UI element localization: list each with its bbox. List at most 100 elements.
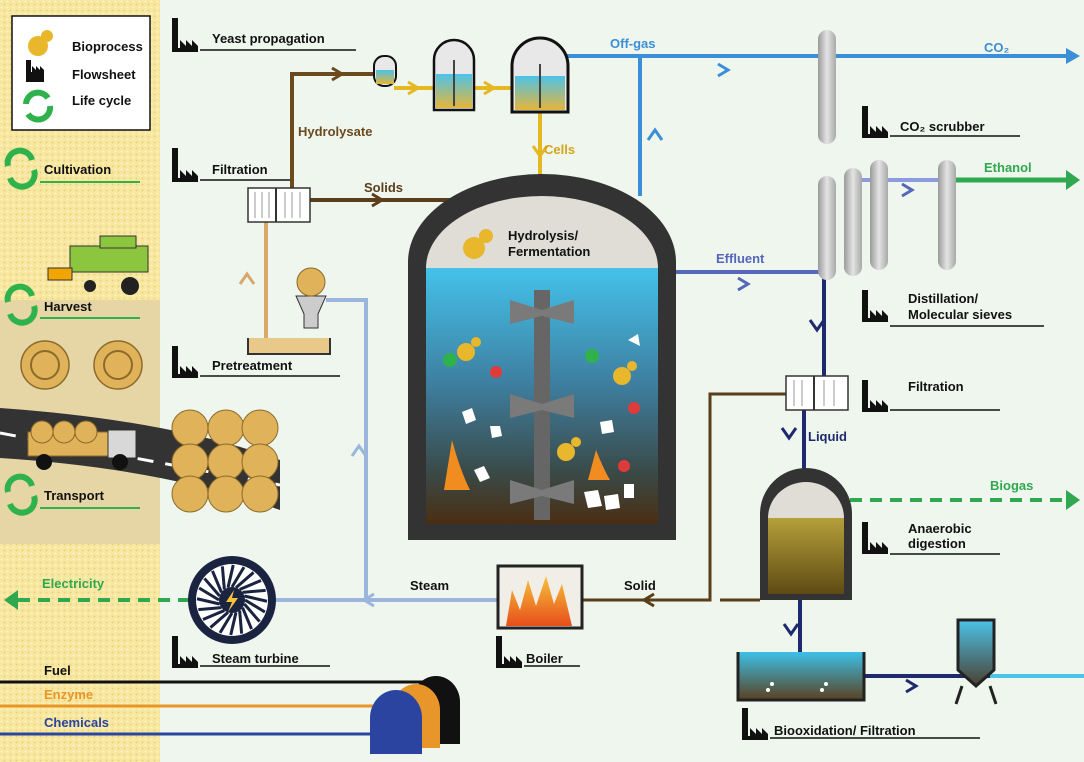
factory-icon xyxy=(862,522,888,554)
electricity-product-label: Electricity xyxy=(42,576,105,591)
co2-scrubber-label: CO₂ scrubber xyxy=(900,119,985,134)
turbine-blade xyxy=(220,566,226,590)
factory-icon xyxy=(862,106,888,138)
cells-label: Cells xyxy=(544,142,575,157)
yeast-icon xyxy=(28,30,53,56)
solid-label: Solid xyxy=(624,578,656,593)
yeast-vessel-large xyxy=(510,36,570,114)
yeast-cell xyxy=(557,437,581,461)
cultivation-label: Cultivation xyxy=(44,162,111,177)
enzyme-label: Enzyme xyxy=(44,687,93,702)
microbe-green xyxy=(443,353,457,367)
truck xyxy=(27,420,137,470)
microbe-red xyxy=(490,366,502,378)
factory-icon xyxy=(172,148,198,182)
hydrolysate-label: Hydrolysate xyxy=(298,124,372,139)
recycle-icon xyxy=(23,89,54,123)
harvest-label: Harvest xyxy=(44,299,92,314)
turbine-blade xyxy=(218,612,234,634)
lightning-icon xyxy=(226,590,238,612)
biogas-product-label: Biogas xyxy=(990,478,1033,493)
yeast-icon xyxy=(463,229,493,259)
steam-label: Steam xyxy=(410,578,449,593)
distillation-label-line1: Distillation/ xyxy=(908,291,978,306)
input-tanks xyxy=(370,676,460,754)
turbine-blade xyxy=(209,611,229,629)
arrow-icon xyxy=(1066,48,1080,64)
distillation-columns xyxy=(818,160,956,280)
steam-turbine-label: Steam turbine xyxy=(212,651,299,666)
turbine-blade xyxy=(239,579,262,591)
bale-stack xyxy=(171,409,279,513)
turbine-blade xyxy=(242,588,266,594)
turbine-blade xyxy=(244,594,268,603)
enzyme-shape xyxy=(444,440,470,490)
factory-icon xyxy=(496,636,522,668)
recycle-icon xyxy=(4,283,35,303)
turbine-blade xyxy=(244,598,266,614)
factory-icon xyxy=(172,636,198,668)
turbine-blade xyxy=(196,597,220,606)
life-cycle-harvest: Harvest xyxy=(4,283,140,326)
hydrolysis-fermentation-reactor xyxy=(408,174,676,540)
reactor-label-line2: Fermentation xyxy=(508,244,590,259)
turbine-blade xyxy=(235,571,255,589)
factory-icon xyxy=(172,346,198,378)
turbine-blade xyxy=(202,609,225,621)
pretreatment-label: Pretreatment xyxy=(212,358,293,373)
turbine-blade xyxy=(229,612,238,636)
effluent-label: Effluent xyxy=(716,251,765,266)
distillation-label-line2: Molecular sieves xyxy=(908,307,1012,322)
harvester-illustration xyxy=(47,235,149,295)
anaerobic-label-line2: digestion xyxy=(908,536,966,551)
pretreatment-unit xyxy=(247,267,331,355)
turbine-blade xyxy=(238,610,244,634)
factory-icon xyxy=(862,380,888,412)
yeast-vessel-medium xyxy=(432,38,476,112)
turbine-blade xyxy=(241,607,253,630)
steam-stream xyxy=(326,298,498,602)
legend-flowsheet: Flowsheet xyxy=(72,67,136,82)
life-cycle-cultivation: Cultivation xyxy=(4,147,140,190)
agitator-blade xyxy=(510,300,574,324)
turbine-blade xyxy=(226,564,235,588)
legend-bioprocess: Bioprocess xyxy=(72,39,143,54)
recycle-icon xyxy=(4,147,35,167)
boiler xyxy=(496,564,584,630)
filtration-unit-left xyxy=(247,187,311,223)
yeast-cell xyxy=(613,361,637,385)
life-cycle-transport: Transport xyxy=(4,473,140,516)
factory-icon xyxy=(172,18,198,52)
flame-icon xyxy=(506,576,572,626)
fuel-label: Fuel xyxy=(44,663,71,678)
turbine-blade xyxy=(230,566,246,588)
arrow-icon xyxy=(331,66,345,82)
yeast-cell xyxy=(457,337,481,361)
hydrolysate-stream xyxy=(290,72,384,188)
turbine-blade xyxy=(211,570,223,593)
legend: Bioprocess Flowsheet Life cycle xyxy=(11,15,151,131)
boiler-label: Boiler xyxy=(526,651,563,666)
reactor-label-line1: Hydrolysis/ xyxy=(508,228,578,243)
transport-label: Transport xyxy=(44,488,105,503)
anaerobic-digester xyxy=(760,468,852,600)
filtration-right-label: Filtration xyxy=(908,379,964,394)
anaerobic-label-line1: Anaerobic xyxy=(908,521,972,536)
biooxidation-tank xyxy=(736,652,866,702)
liquid-label: Liquid xyxy=(808,429,847,444)
solids-label: Solids xyxy=(364,180,403,195)
recycle-icon xyxy=(4,473,35,493)
off-gas-label: Off-gas xyxy=(610,36,656,51)
hay-bales xyxy=(20,340,143,390)
factory-icon xyxy=(742,708,768,740)
factory-icon xyxy=(862,290,888,322)
turbine-blade xyxy=(198,586,220,602)
filtration-left-label: Filtration xyxy=(212,162,268,177)
factory-icon xyxy=(26,60,44,82)
biooxidation-label: Biooxidation/ Filtration xyxy=(774,723,916,738)
co2-scrubber-column xyxy=(818,30,836,144)
turbine-blade xyxy=(198,606,222,612)
filtration-unit-right xyxy=(785,375,849,411)
